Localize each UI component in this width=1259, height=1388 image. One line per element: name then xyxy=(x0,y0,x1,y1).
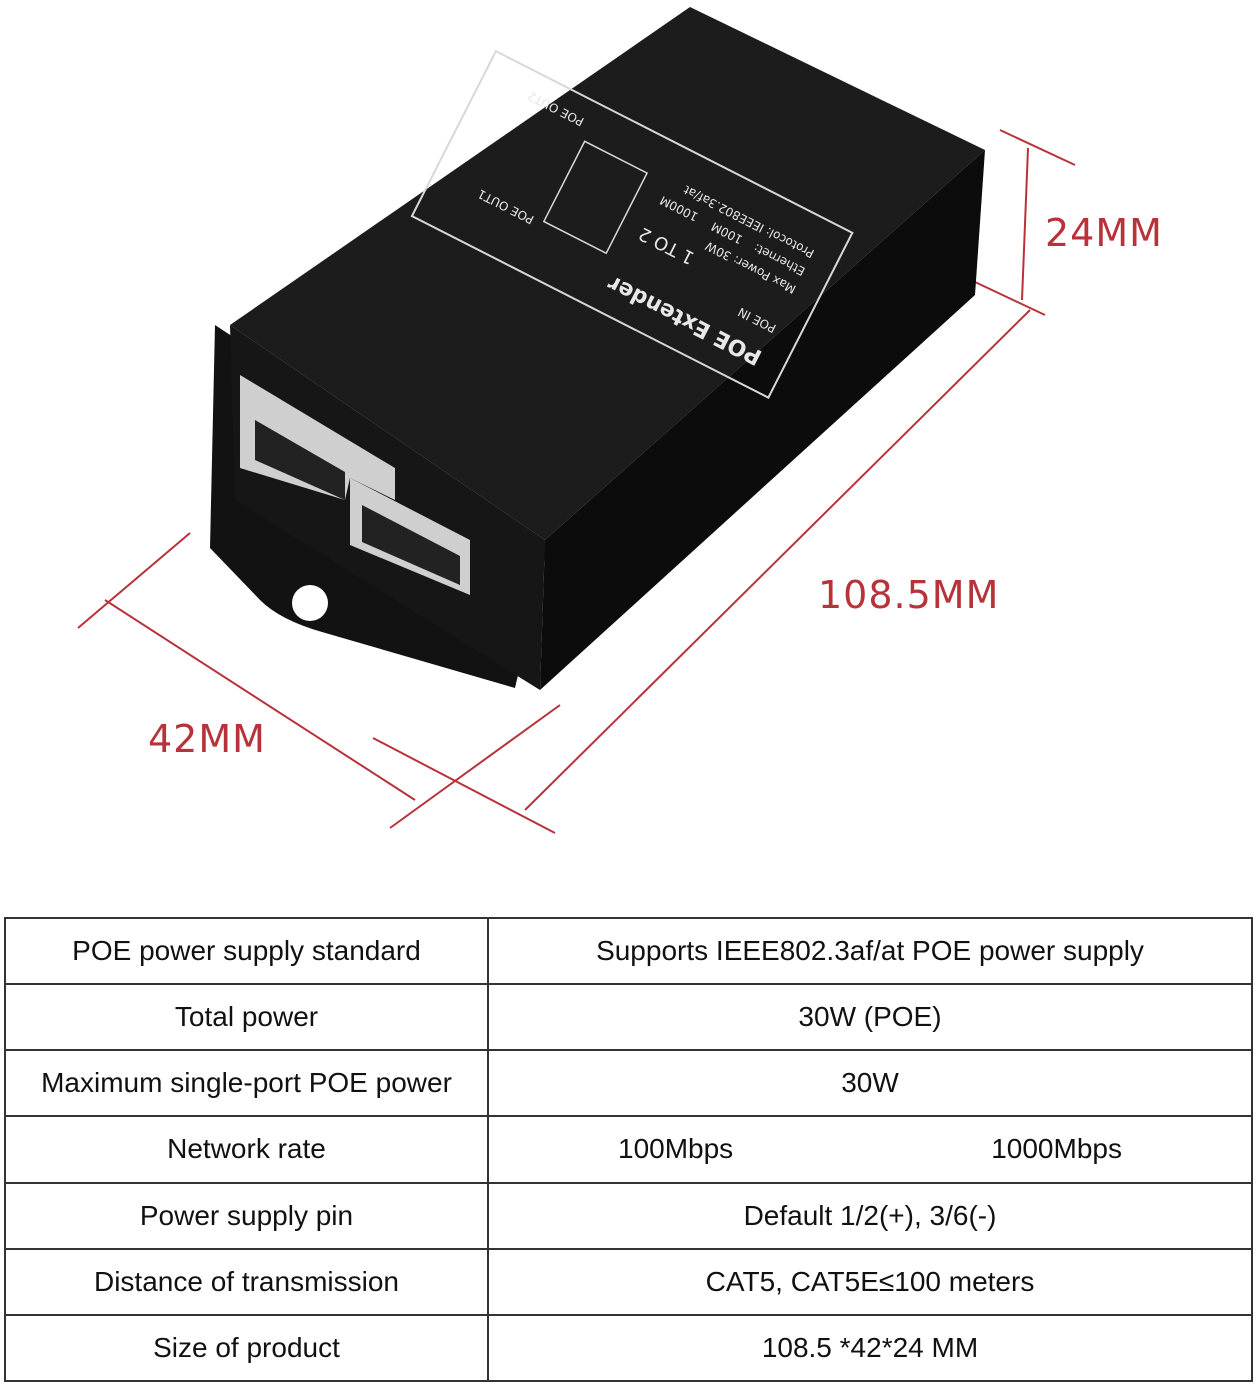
spec-value: Supports IEEE802.3af/at POE power supply xyxy=(487,916,1253,986)
spec-value: CAT5, CAT5E≤100 meters xyxy=(487,1247,1253,1316)
spec-value-rate-1: 100Mbps xyxy=(618,1133,734,1165)
table-row: Maximum single-port POE power 30W xyxy=(4,1049,1253,1118)
spec-value: 30W (POE) xyxy=(487,983,1253,1052)
mounting-hole xyxy=(292,585,328,621)
spec-value: 100Mbps 1000Mbps xyxy=(487,1115,1253,1184)
label-panel xyxy=(410,49,854,399)
spec-value-rate-2: 1000Mbps xyxy=(991,1133,1122,1165)
spec-label: Network rate xyxy=(4,1115,489,1184)
product-photo: 24MM 108.5MM 42MM POE Extender POE IN 1 … xyxy=(77,7,1163,834)
table-row: Network rate 100Mbps 1000Mbps xyxy=(4,1115,1253,1184)
spec-value: 108.5 *42*24 MM xyxy=(487,1313,1253,1383)
spec-value: Default 1/2(+), 3/6(-) xyxy=(487,1181,1253,1250)
spec-label: Power supply pin xyxy=(4,1181,489,1250)
spec-label: Maximum single-port POE power xyxy=(4,1049,489,1118)
spec-label: Size of product xyxy=(4,1313,489,1383)
spec-table: POE power supply standard Supports IEEE8… xyxy=(4,916,1253,1383)
dimension-width-label: 42MM xyxy=(148,717,266,761)
spec-label: POE power supply standard xyxy=(4,916,489,986)
dimension-length-label: 108.5MM xyxy=(818,573,999,617)
dimension-height-label: 24MM xyxy=(1045,211,1163,255)
table-row: Total power 30W (POE) xyxy=(4,983,1253,1052)
dimension-lines xyxy=(77,129,1076,834)
table-row: Distance of transmission CAT5, CAT5E≤100… xyxy=(4,1247,1253,1316)
ethernet-port-2 xyxy=(350,478,470,595)
table-row: Size of product 108.5 *42*24 MM xyxy=(4,1313,1253,1383)
poe-extender-device: POE Extender POE IN 1 TO 2 Max Power: 30… xyxy=(210,7,985,690)
table-row: POE power supply standard Supports IEEE8… xyxy=(4,916,1253,986)
spec-label: Distance of transmission xyxy=(4,1247,489,1316)
ethernet-port-1 xyxy=(240,375,395,500)
table-row: Power supply pin Default 1/2(+), 3/6(-) xyxy=(4,1181,1253,1250)
spec-value: 30W xyxy=(487,1049,1253,1118)
spec-label: Total power xyxy=(4,983,489,1052)
